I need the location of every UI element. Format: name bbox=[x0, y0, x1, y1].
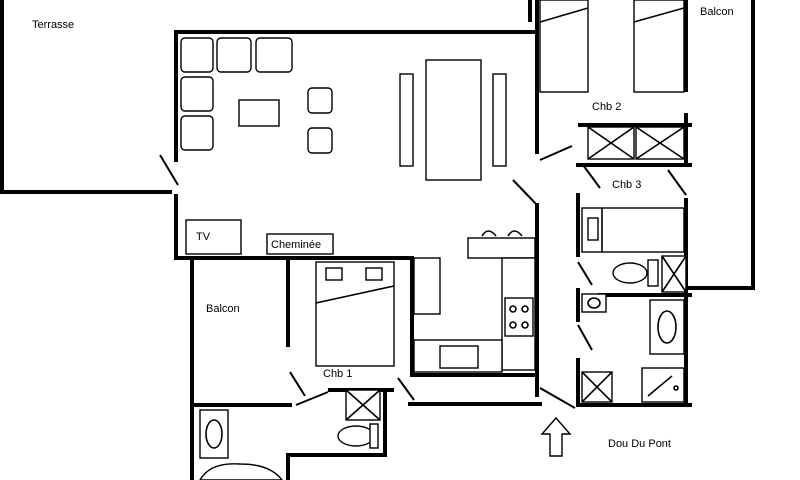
balcon-top-label: Balcon bbox=[700, 6, 734, 18]
terrasse-label: Terrasse bbox=[32, 19, 74, 31]
bathroom-2 bbox=[581, 255, 687, 403]
doors bbox=[159, 145, 687, 409]
stove bbox=[504, 297, 534, 337]
armchair bbox=[307, 87, 333, 114]
bedroom-1: Chb 1 bbox=[315, 261, 395, 380]
entrance-arrow-icon bbox=[540, 416, 572, 457]
fireplace: Cheminée bbox=[266, 233, 334, 255]
balcon-left-label: Balcon bbox=[206, 303, 240, 315]
bedroom-2: Chb 2 bbox=[539, 0, 685, 113]
terrasse-area: Terrasse bbox=[0, 0, 172, 194]
sofa bbox=[180, 37, 293, 151]
cheminee-label: Cheminée bbox=[271, 239, 321, 251]
coffee-table bbox=[238, 99, 280, 127]
chb3-label: Chb 3 bbox=[612, 179, 641, 191]
chb1-label: Chb 1 bbox=[323, 368, 352, 380]
bathroom-1 bbox=[199, 389, 381, 480]
entrance-label: Dou Du Pont bbox=[608, 438, 671, 450]
dining-table bbox=[399, 59, 507, 181]
kitchen bbox=[413, 230, 536, 373]
wardrobe bbox=[587, 126, 685, 160]
entrance: Dou Du Pont bbox=[540, 416, 671, 457]
chb2-label: Chb 2 bbox=[592, 101, 621, 113]
armchair bbox=[307, 127, 333, 154]
bedroom-3: Chb 3 bbox=[581, 179, 685, 253]
tv-unit: TV bbox=[185, 219, 242, 255]
tv-label: TV bbox=[196, 231, 211, 243]
